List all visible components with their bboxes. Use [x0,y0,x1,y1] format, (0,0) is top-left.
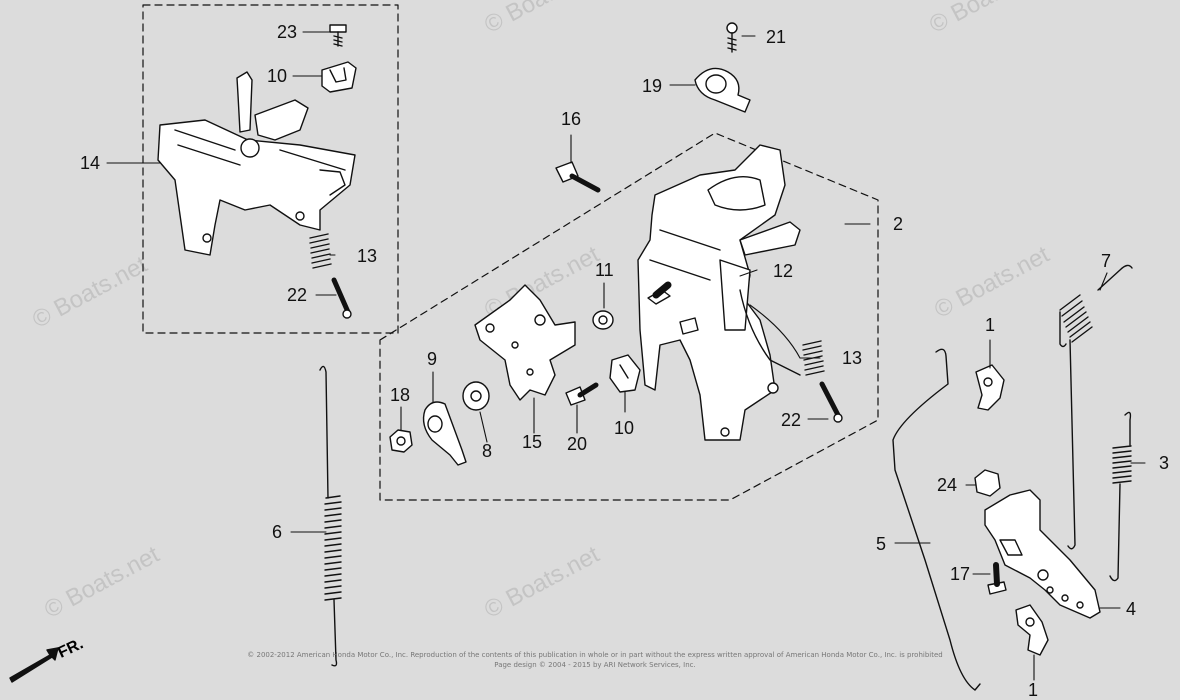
callout-10: 10 [614,418,635,438]
callout-19: 19 [642,76,663,96]
callout-23: 23 [277,22,298,42]
callout-8: 8 [482,441,493,461]
callout-6: 6 [272,522,283,542]
callout-24: 24 [937,475,958,495]
callout-17: 17 [950,564,971,584]
bolt-17 [987,562,1007,595]
copyright-line-2: Page design © 2004 - 2015 by ARI Network… [494,661,696,669]
callout-1: 1 [1028,680,1039,700]
copyright-line-1: © 2002-2012 American Honda Motor Co., In… [247,651,943,659]
clip-10-top [321,61,357,93]
callout-12: 12 [773,261,794,281]
callout-5: 5 [876,534,887,554]
link-rod-12 [739,289,801,376]
bolt-22-top [331,277,352,319]
nut-18 [389,429,413,453]
callout-1: 1 [985,315,996,335]
callout-20: 20 [567,434,588,454]
spring-3 [1109,411,1132,582]
assembly-box-14 [142,4,399,334]
callout-7: 7 [1101,251,1112,271]
clip-10-mid [609,354,641,393]
copyright-notice: © 2002-2012 American Honda Motor Co., In… [170,650,1020,670]
clamp-19 [694,67,751,113]
washer-11 [592,310,614,330]
bracket-15 [474,284,576,401]
callout-9: 9 [427,349,438,369]
front-arrow-icon [9,647,59,683]
leader-lines [106,31,1146,681]
washer-8 [462,381,490,411]
callout-16: 16 [561,109,582,129]
arm-4 [984,489,1101,619]
bolt-22-right [819,381,843,423]
assembly-box-2 [379,132,879,501]
clip-1-lower [1015,604,1049,656]
callout-11: 11 [595,260,614,280]
callout-3: 3 [1159,453,1170,473]
callout-10: 10 [267,66,288,86]
callout-21: 21 [766,27,787,47]
callout-15: 15 [522,432,543,452]
callout-13: 13 [842,348,863,368]
nut-24 [974,469,1001,497]
callout-4: 4 [1126,599,1137,619]
callout-22: 22 [781,410,802,430]
bolt-20 [565,382,599,406]
control-base-2 [637,144,801,441]
cam-9 [422,401,467,466]
spring-7 [1059,264,1133,550]
spring-13-top [309,233,332,269]
clip-1-upper [975,364,1005,411]
rod-5 [892,348,981,691]
bracket-14 [157,71,356,256]
callout-14: 14 [80,153,101,173]
callout-22: 22 [287,285,308,305]
callout-13: 13 [357,246,378,266]
bolt-16 [555,161,601,193]
bolt-23 [329,24,347,47]
spring-6 [319,365,342,667]
callout-18: 18 [390,385,411,405]
callout-2: 2 [893,214,904,234]
screw-21 [726,22,738,53]
